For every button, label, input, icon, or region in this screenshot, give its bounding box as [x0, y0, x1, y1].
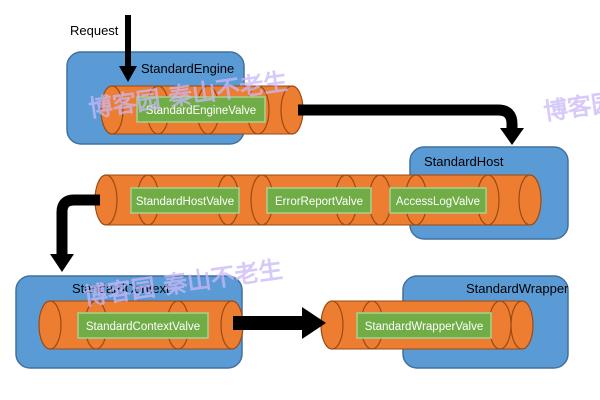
- context-container-label: StandardContext: [72, 281, 170, 296]
- host-valve-label: StandardHostValve: [136, 196, 234, 208]
- engine-valve-box: [136, 96, 266, 123]
- pipe-segment: [38, 300, 62, 350]
- pipe-segment: [100, 85, 124, 135]
- host-valve-box: [130, 187, 240, 214]
- pipe-segment: [488, 300, 512, 350]
- access-log-valve-box: [389, 187, 487, 214]
- arrow-right-icon: [233, 307, 326, 339]
- pipe-segment: [518, 174, 542, 226]
- pipe-segment: [320, 300, 344, 350]
- context-valve-label: StandardContextValve: [86, 321, 200, 333]
- wrapper-valve-box: [356, 312, 492, 339]
- access-log-valve-label: AccessLogValve: [396, 196, 480, 208]
- request-label: Request: [70, 23, 119, 38]
- engine-valve-label: StandardEngineValve: [146, 105, 256, 117]
- pipe-segment: [368, 174, 392, 226]
- error-report-valve-box: [266, 187, 372, 214]
- elbow-arrow-icon: [298, 104, 524, 145]
- engine-container-label: StandardEngine: [141, 61, 234, 76]
- error-report-valve-label: ErrorReportValve: [275, 196, 363, 208]
- host-container-label: StandardHost: [424, 154, 504, 169]
- watermark-right: 博客园: [542, 88, 600, 126]
- wrapper-valve-label: StandardWrapperValve: [365, 321, 483, 333]
- elbow-arrow-icon: [50, 194, 100, 272]
- pipe-segment: [510, 300, 534, 350]
- arrow-down-icon: [119, 15, 137, 82]
- wrapper-container-label: StandardWrapper: [466, 281, 569, 296]
- context-valve-box: [77, 312, 209, 339]
